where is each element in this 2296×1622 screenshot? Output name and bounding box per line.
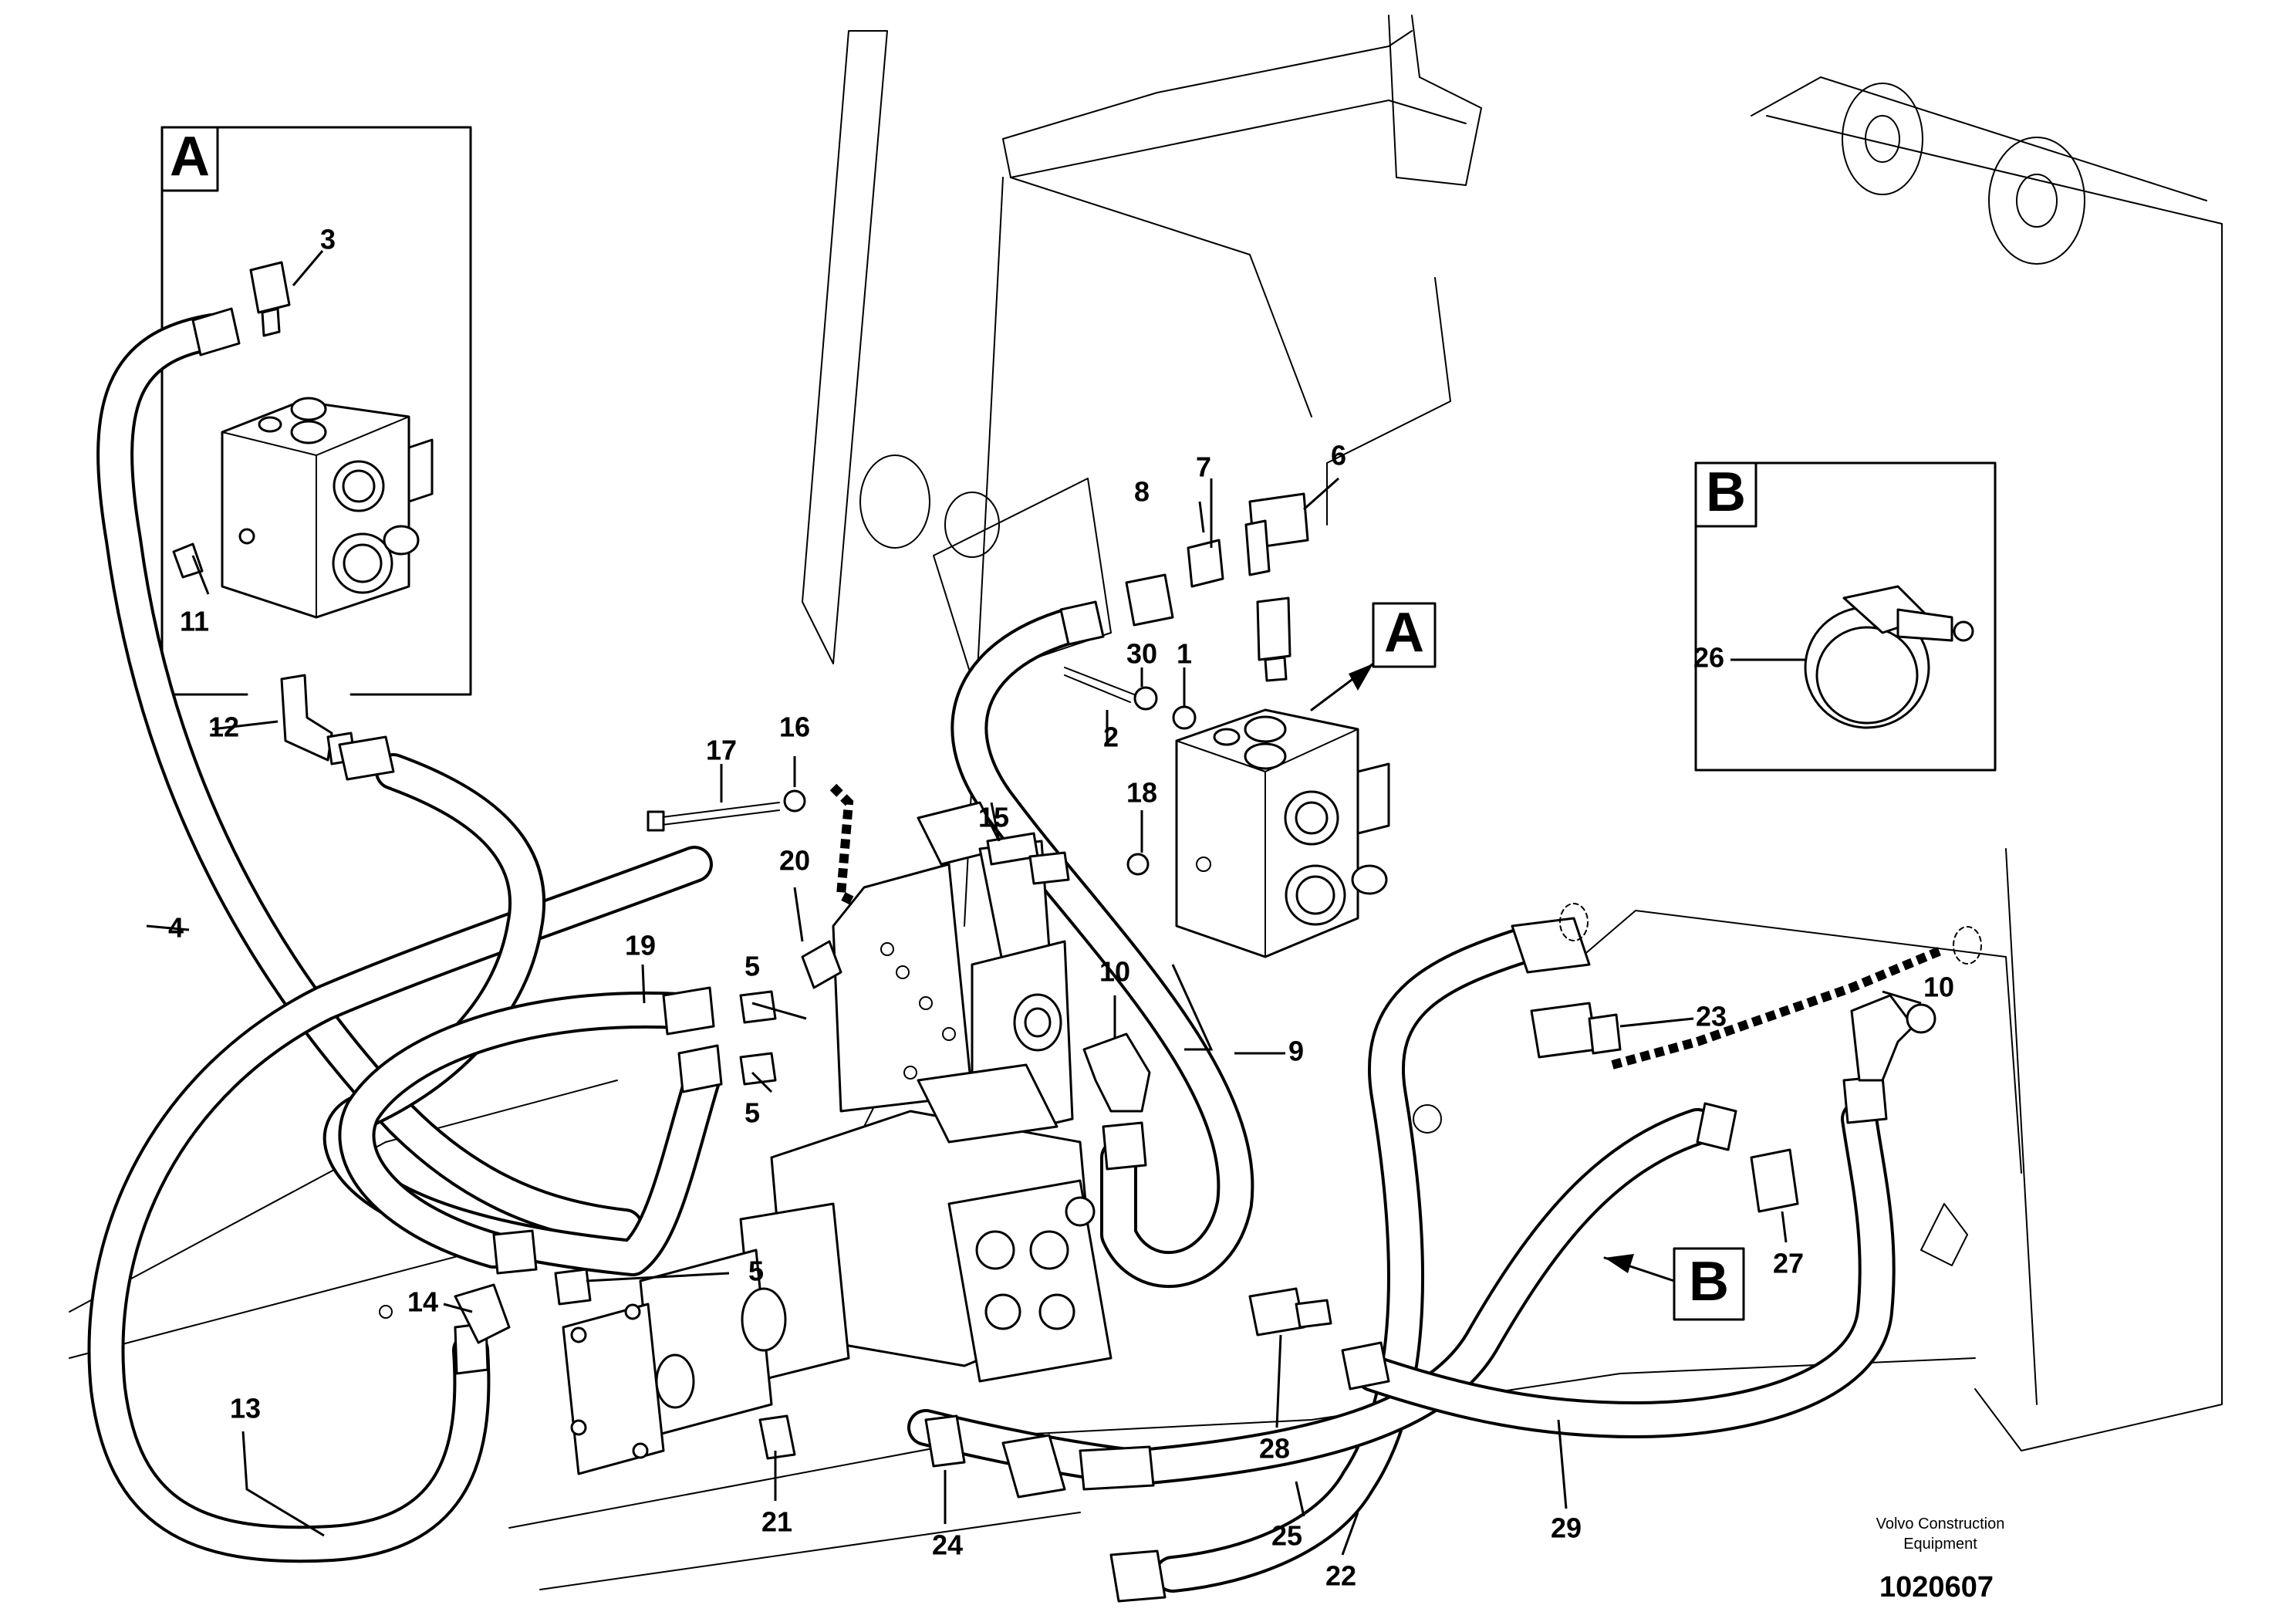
fittings-top bbox=[647, 492, 1309, 989]
hidden-port-circle bbox=[1953, 926, 1982, 965]
connection-dashed-line-23-10 bbox=[1611, 944, 1947, 1070]
callout-1: 1 bbox=[1177, 638, 1192, 670]
callout-2: 2 bbox=[1103, 721, 1119, 753]
callout-5-upper: 5 bbox=[745, 951, 760, 982]
callout-30: 30 bbox=[1126, 638, 1157, 670]
elbow-fitting-3 bbox=[249, 261, 291, 337]
callout-17: 17 bbox=[706, 735, 737, 766]
callout-6: 6 bbox=[1331, 440, 1346, 471]
callout-24: 24 bbox=[932, 1529, 963, 1561]
callout-5-middle: 5 bbox=[745, 1097, 760, 1129]
hose-29 bbox=[1355, 1100, 1896, 1438]
detail-view-a-label: A bbox=[170, 126, 210, 188]
pump-assembly bbox=[562, 1063, 1113, 1475]
callout-10-right: 10 bbox=[1923, 972, 1954, 1003]
detail-view-a-frame bbox=[160, 126, 472, 696]
callout-29: 29 bbox=[1551, 1512, 1582, 1544]
valve-block-detail-a bbox=[221, 397, 434, 619]
callout-18: 18 bbox=[1126, 777, 1157, 809]
callout-25: 25 bbox=[1271, 1520, 1302, 1552]
callout-12: 12 bbox=[208, 711, 239, 743]
hidden-port-circle-2 bbox=[1559, 903, 1589, 941]
elbow-fittings-10 bbox=[1082, 994, 1936, 1113]
brand-caption: Volvo Construction Equipment bbox=[1813, 1514, 2068, 1554]
hose-19 bbox=[338, 991, 697, 1269]
callout-28: 28 bbox=[1259, 1433, 1290, 1465]
callout-27: 27 bbox=[1773, 1248, 1804, 1279]
callout-8: 8 bbox=[1134, 476, 1150, 508]
valve-block-main bbox=[1175, 708, 1390, 958]
callout-3: 3 bbox=[320, 224, 336, 255]
frame-outline bbox=[69, 15, 2223, 1590]
callout-23: 23 bbox=[1696, 1001, 1727, 1032]
callout-10-left: 10 bbox=[1099, 956, 1130, 988]
hose-end-fittings bbox=[191, 307, 1888, 1603]
hose-9 bbox=[950, 607, 1254, 1289]
detail-view-b-label: B bbox=[1706, 461, 1746, 523]
plug-11 bbox=[172, 542, 204, 579]
callout-14: 14 bbox=[407, 1286, 438, 1318]
callout-5-lower: 5 bbox=[748, 1255, 764, 1287]
view-b-pointer-label: B bbox=[1689, 1251, 1729, 1313]
hose-22 bbox=[1154, 923, 1554, 1593]
callout-7: 7 bbox=[1196, 451, 1211, 483]
small-fittings bbox=[454, 990, 1799, 1468]
callout-13: 13 bbox=[230, 1393, 261, 1424]
callout-9: 9 bbox=[1288, 1036, 1304, 1067]
callout-22: 22 bbox=[1325, 1560, 1356, 1592]
drawing-number: 1020607 bbox=[1879, 1571, 1994, 1603]
hose-4 bbox=[96, 313, 643, 1245]
callout-19: 19 bbox=[625, 930, 656, 961]
brand-line-2: Equipment bbox=[1903, 1536, 1977, 1553]
callout-21: 21 bbox=[761, 1506, 792, 1538]
hose-13 bbox=[87, 846, 713, 1563]
brand-line-1: Volvo Construction bbox=[1876, 1516, 2005, 1532]
view-a-pointer-label: A bbox=[1384, 602, 1424, 664]
view-b-pointer bbox=[1603, 1247, 1745, 1321]
control-block-15 bbox=[832, 801, 1074, 1144]
callout-11: 11 bbox=[180, 606, 209, 637]
callout-26: 26 bbox=[1693, 642, 1724, 674]
leader-lines bbox=[146, 250, 1922, 1556]
connection-dashed-line-16-20 bbox=[829, 783, 859, 907]
view-a-pointer bbox=[1310, 602, 1437, 711]
callout-15: 15 bbox=[978, 802, 1009, 833]
hose-25 bbox=[1131, 1108, 1716, 1485]
callout-16: 16 bbox=[779, 711, 810, 743]
hose-clamp-26 bbox=[1804, 585, 1974, 729]
callout-20: 20 bbox=[779, 845, 810, 877]
callout-4: 4 bbox=[168, 912, 184, 944]
